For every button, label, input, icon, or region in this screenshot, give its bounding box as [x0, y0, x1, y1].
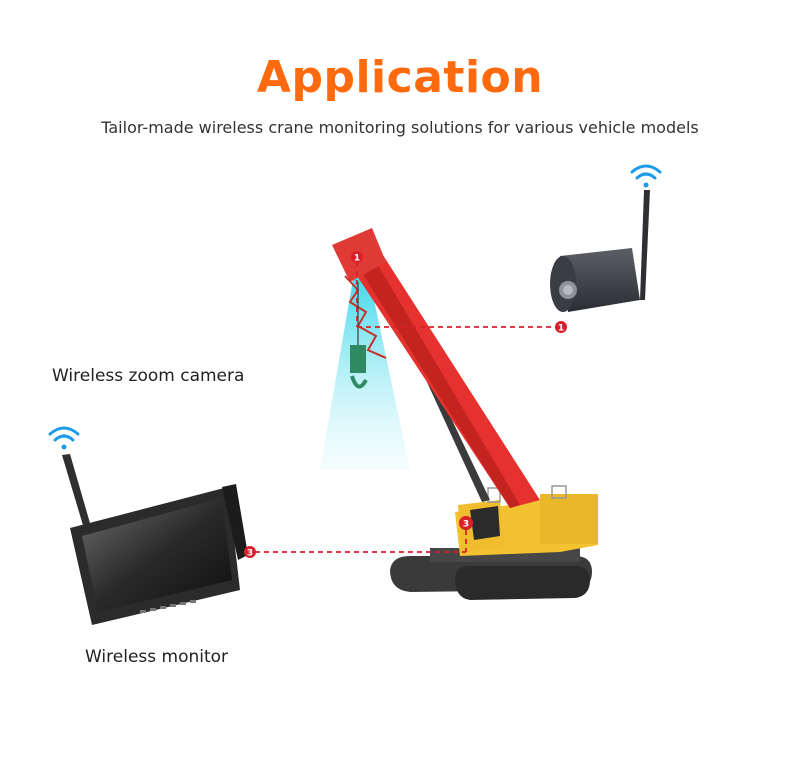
wifi-icon-camera: [630, 164, 662, 188]
monitor-label: Wireless monitor: [85, 647, 229, 667]
svg-text:3: 3: [247, 549, 253, 559]
connector-line-3: [255, 530, 467, 553]
svg-text:1: 1: [354, 254, 360, 264]
marker-3-monitor: 3: [244, 546, 256, 559]
marker-3-cab: 3: [459, 516, 473, 530]
svg-text:3: 3: [463, 520, 469, 530]
page-title: Application: [256, 52, 544, 103]
wireless-monitor-image: [62, 454, 248, 625]
marker-1-camera: 1: [555, 321, 567, 334]
connector-line-1: [356, 262, 556, 328]
marker-1-boom: 1: [351, 251, 363, 264]
svg-text:1: 1: [558, 324, 564, 334]
camera-label: Wireless zoom camera: [52, 366, 245, 386]
wifi-icon-monitor: [48, 426, 80, 450]
wireless-zoom-camera-image: [550, 190, 650, 312]
page-subtitle: Tailor-made wireless crane monitoring so…: [101, 118, 699, 137]
